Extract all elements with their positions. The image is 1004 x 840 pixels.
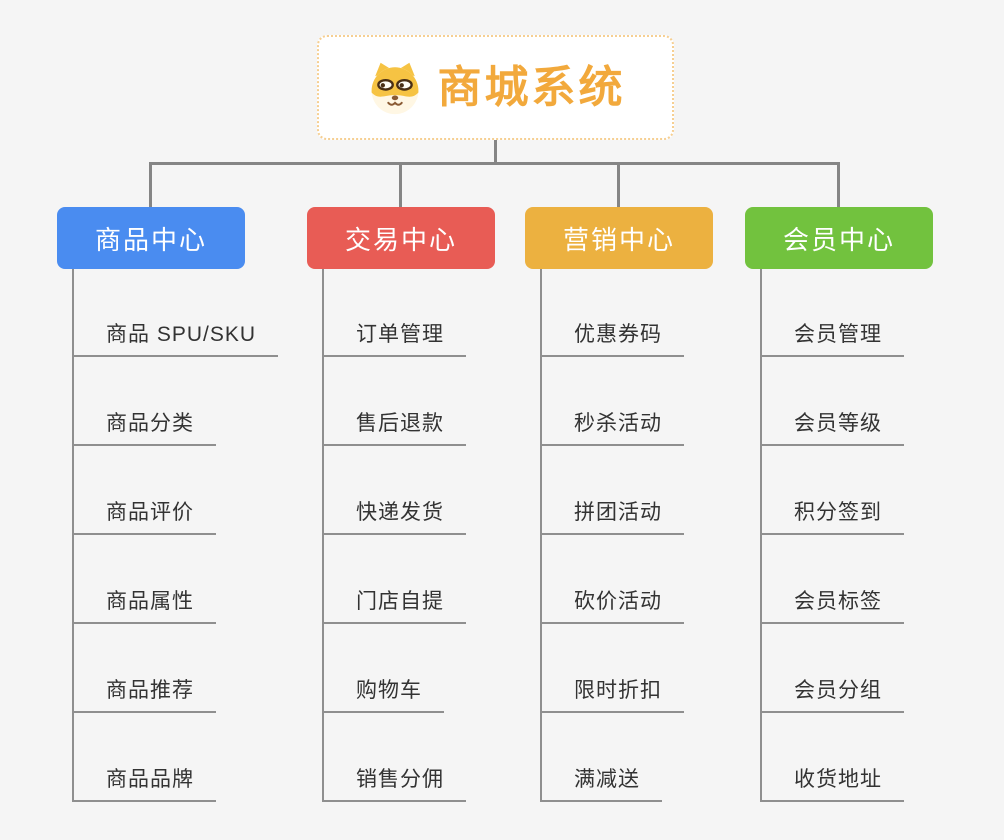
- leaf-node-after-sale-refund[interactable]: 售后退款: [322, 410, 466, 446]
- leaf-node-flash-sale[interactable]: 秒杀活动: [540, 410, 684, 446]
- branch-trunk-line: [540, 269, 542, 801]
- branch-trunk-line: [72, 269, 74, 801]
- leaf-node-member-management[interactable]: 会员管理: [760, 321, 904, 357]
- branch-trunk-line: [760, 269, 762, 801]
- branch-node-marketing-center[interactable]: 营销中心: [525, 207, 713, 269]
- leaf-node-shipping-address[interactable]: 收货地址: [760, 766, 904, 802]
- root-title: 商城系统: [437, 62, 626, 112]
- root-node-mall-system[interactable]: 商城系统: [317, 35, 674, 140]
- dog-face-icon: [371, 62, 418, 114]
- connector-root-drop: [494, 140, 497, 163]
- branch-node-member-center[interactable]: 会员中心: [745, 207, 933, 269]
- leaf-node-order-management[interactable]: 订单管理: [322, 321, 466, 357]
- leaf-node-member-group[interactable]: 会员分组: [760, 677, 904, 713]
- branch-trunk-line: [322, 269, 324, 801]
- leaf-node-sales-commission[interactable]: 销售分佣: [322, 766, 466, 802]
- connector-drop-trade: [399, 164, 402, 207]
- connector-drop-marketing: [617, 164, 620, 207]
- leaf-node-member-level[interactable]: 会员等级: [760, 410, 904, 446]
- leaf-node-group-buy[interactable]: 拼团活动: [540, 499, 684, 535]
- leaf-node-coupon-code[interactable]: 优惠券码: [540, 321, 684, 357]
- branch-column-product: 商品中心 商品 SPU/SKU 商品分类 商品评价 商品属性 商品推荐 商品品牌: [57, 207, 279, 802]
- leaf-node-bargain-activity[interactable]: 砍价活动: [540, 588, 684, 624]
- branch-node-product-center[interactable]: 商品中心: [57, 207, 245, 269]
- leaf-node-points-checkin[interactable]: 积分签到: [760, 499, 904, 535]
- leaf-node-product-recommend[interactable]: 商品推荐: [72, 677, 216, 713]
- leaf-node-product-review[interactable]: 商品评价: [72, 499, 216, 535]
- leaf-node-product-attribute[interactable]: 商品属性: [72, 588, 216, 624]
- connector-drop-product: [149, 164, 152, 207]
- leaf-node-shopping-cart[interactable]: 购物车: [322, 677, 444, 713]
- connector-drop-member: [837, 164, 840, 207]
- leaf-node-product-category[interactable]: 商品分类: [72, 410, 216, 446]
- branch-column-member: 会员中心 会员管理 会员等级 积分签到 会员标签 会员分组 收货地址: [745, 207, 933, 802]
- leaf-node-product-spu-sku[interactable]: 商品 SPU/SKU: [72, 321, 279, 357]
- leaf-node-express-delivery[interactable]: 快递发货: [322, 499, 466, 535]
- leaf-node-member-tag[interactable]: 会员标签: [760, 588, 904, 624]
- leaf-node-product-brand[interactable]: 商品品牌: [72, 766, 216, 802]
- branch-node-trade-center[interactable]: 交易中心: [307, 207, 495, 269]
- leaf-node-spend-save[interactable]: 满减送: [540, 766, 662, 802]
- connector-horizontal-rail: [149, 162, 840, 165]
- leaf-node-store-pickup[interactable]: 门店自提: [322, 588, 466, 624]
- branch-column-marketing: 营销中心 优惠券码 秒杀活动 拼团活动 砍价活动 限时折扣 满减送: [525, 207, 713, 802]
- leaf-node-limited-time-discount[interactable]: 限时折扣: [540, 677, 684, 713]
- branch-column-trade: 交易中心 订单管理 售后退款 快递发货 门店自提 购物车 销售分佣: [307, 207, 495, 802]
